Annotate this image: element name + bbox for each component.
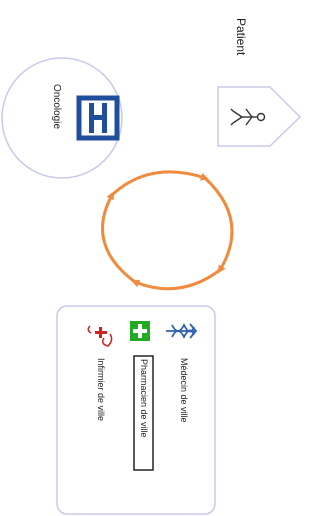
legend-nurse-label: Infirmier de ville <box>96 358 106 422</box>
legend-doctor-label: Médecin de ville <box>179 358 189 423</box>
patient-shape <box>217 86 302 147</box>
pharmacist-label-box <box>133 355 154 471</box>
legend-pharmacist-label: Pharmacien de ville <box>139 359 149 438</box>
oncology-label: Oncologie <box>51 84 62 130</box>
nurse-cross-icon <box>87 325 113 347</box>
cycle-arc-top <box>110 170 209 197</box>
patient-label: Patient <box>234 18 248 56</box>
caduceus-icon <box>166 322 198 340</box>
oncology-circle <box>1 57 123 179</box>
pharmacy-cross-icon <box>130 321 150 341</box>
cycle-arc-left <box>101 191 136 284</box>
person-figure-icon <box>230 108 266 126</box>
care-cycle <box>101 170 234 291</box>
cycle-arc-right <box>203 176 234 274</box>
hospital-h-icon <box>76 95 120 141</box>
cycle-arc-bottom <box>131 268 221 291</box>
